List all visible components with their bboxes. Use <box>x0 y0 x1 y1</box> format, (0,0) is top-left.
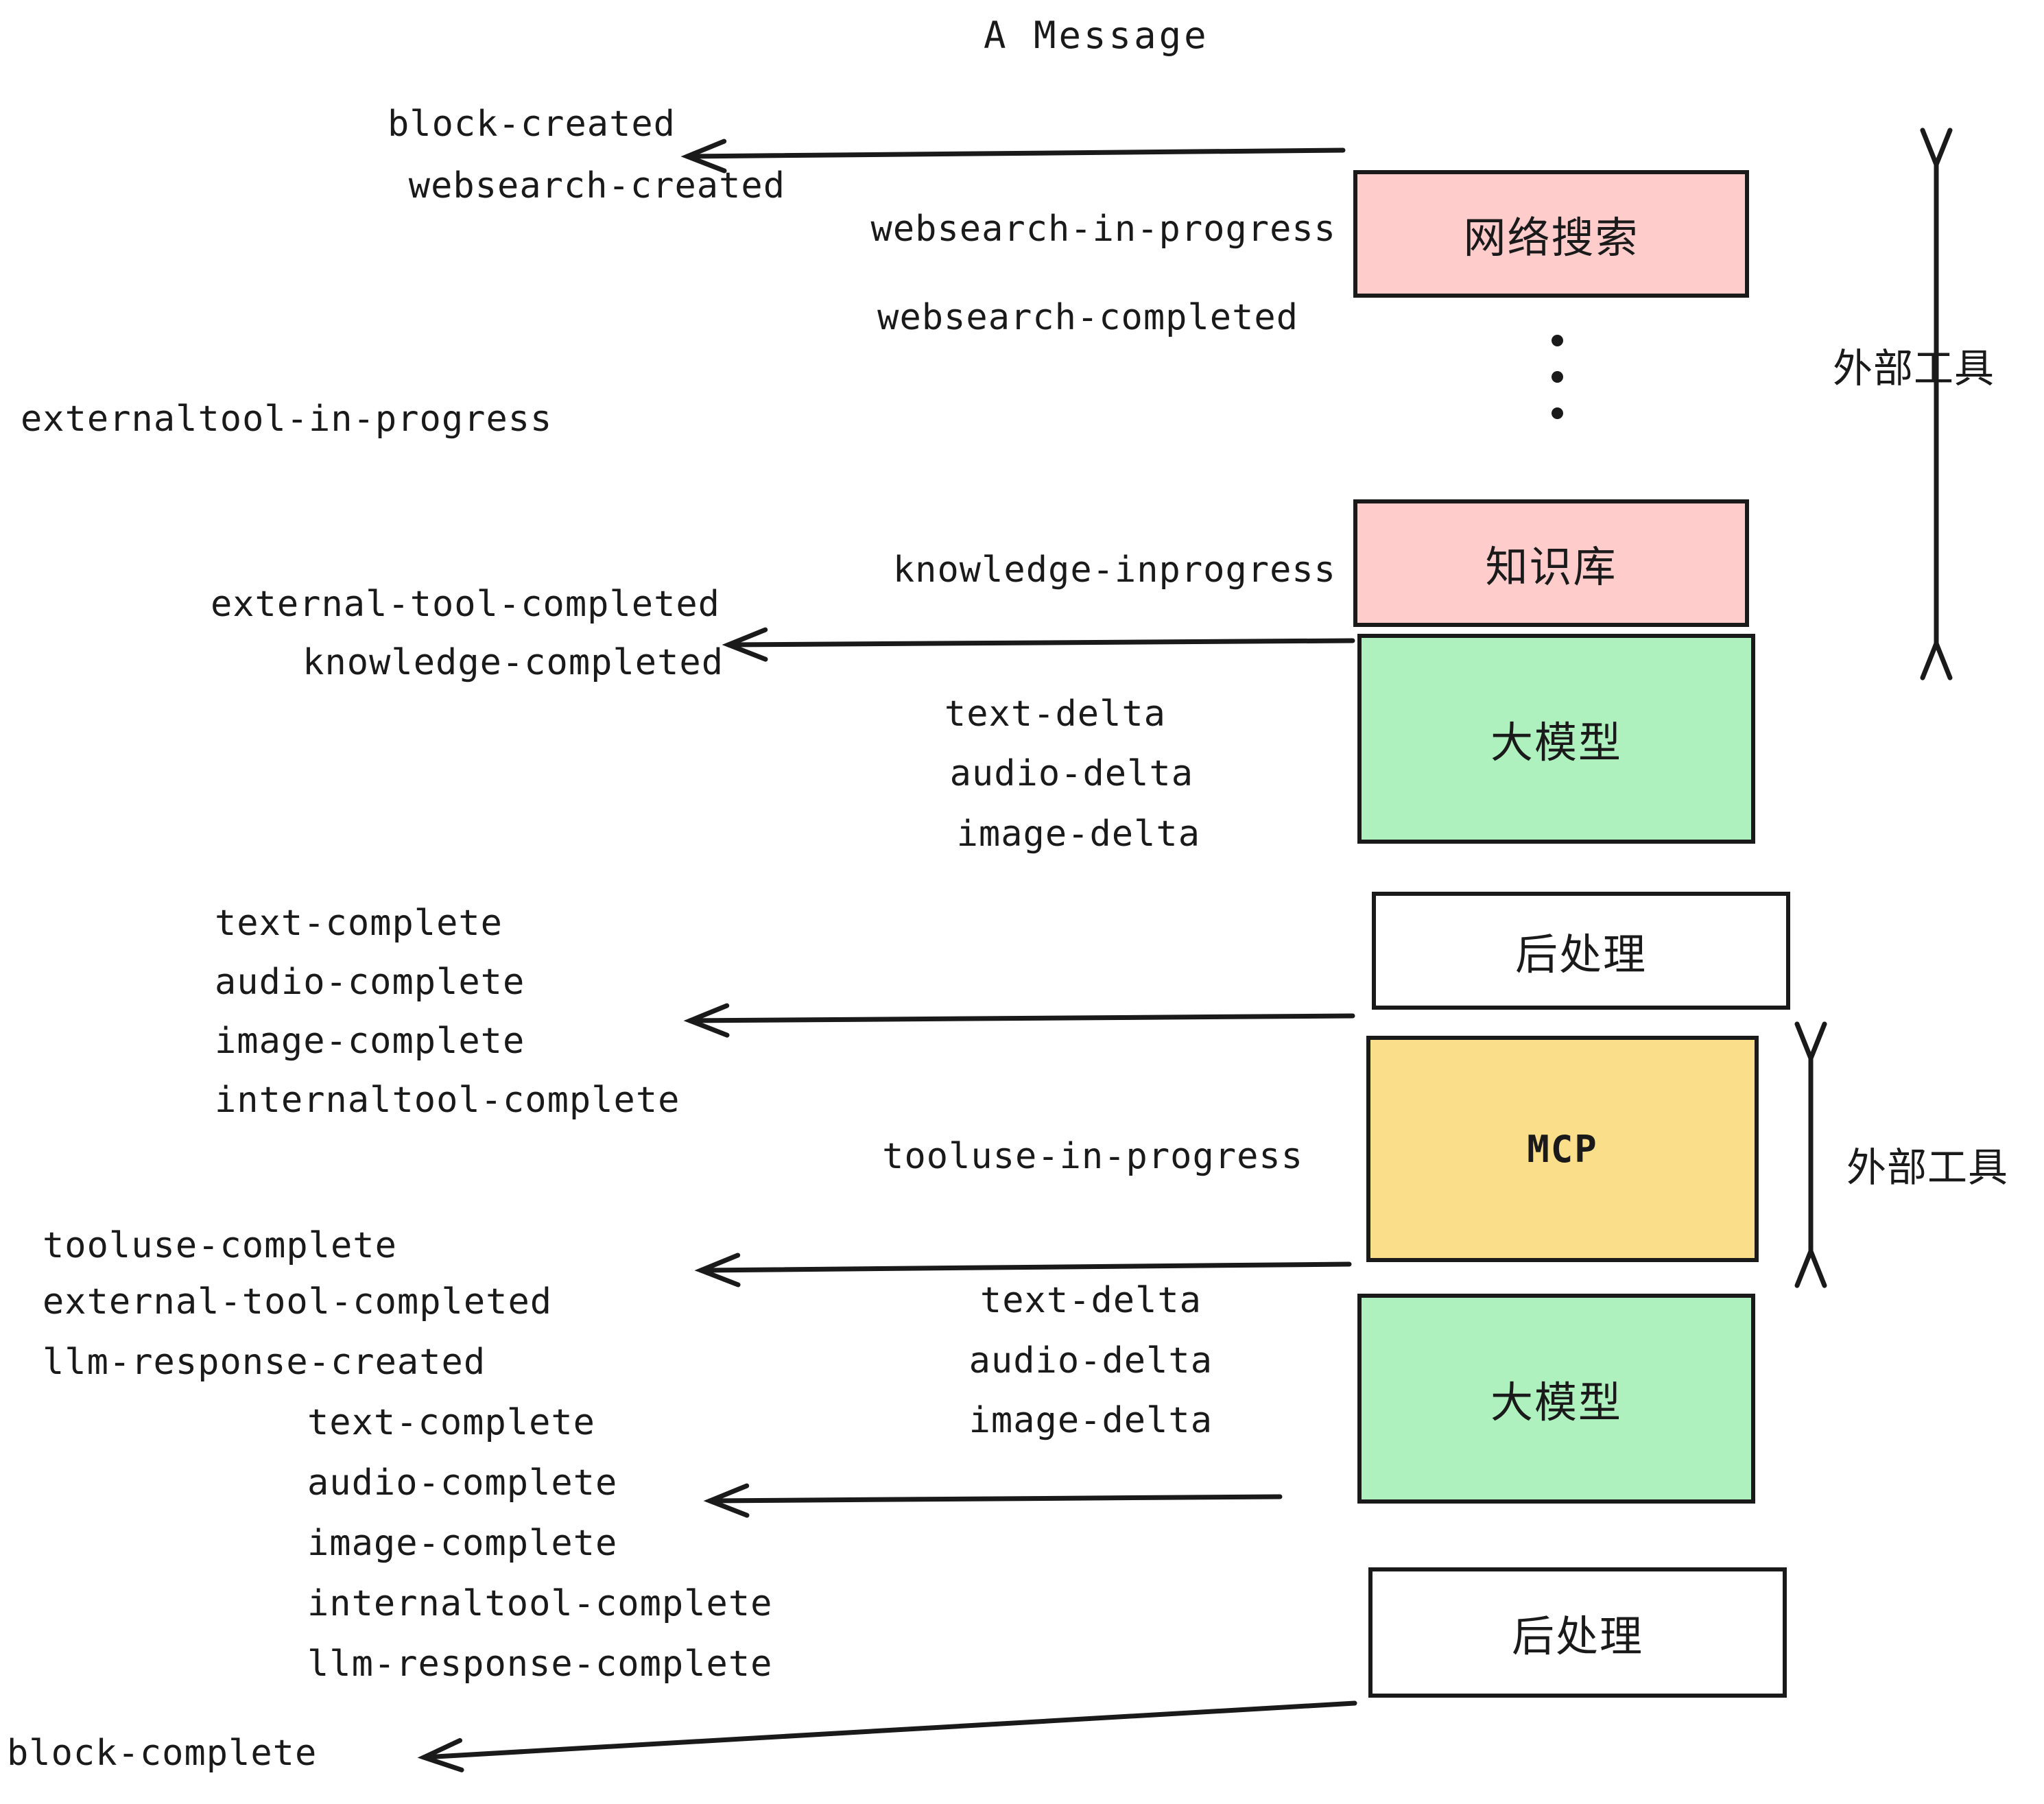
event-label-audio-delta-2: audio-delta <box>968 1340 1213 1381</box>
double-arrow-external-tool-bottom-head-down <box>1794 1244 1827 1288</box>
event-label-audio-delta-1: audio-delta <box>949 753 1193 794</box>
arrow-audio-complete-head <box>703 1483 750 1518</box>
arrow-image-complete-head <box>683 1003 730 1038</box>
box-label-postproc-2: 后处理 <box>1511 1611 1643 1661</box>
event-label-block-complete: block-complete <box>7 1733 318 1774</box>
ellipsis-dot <box>1552 371 1563 383</box>
event-label-internaltool-complete-1: internaltool-complete <box>215 1080 680 1121</box>
box-label-websearch: 网络搜索 <box>1463 213 1639 263</box>
arrow-block-complete-head <box>417 1737 464 1772</box>
box-label-postproc-1: 后处理 <box>1514 929 1647 980</box>
arrow-tooluse-complete-head <box>694 1253 741 1287</box>
box-llm-2: 大模型 <box>1357 1294 1755 1504</box>
event-label-tooluse-in-progress: tooluse-in-progress <box>882 1136 1303 1177</box>
event-label-image-delta-2: image-delta <box>968 1400 1213 1441</box>
ellipsis-dot <box>1552 335 1563 346</box>
event-label-image-complete-2: image-complete <box>307 1523 618 1564</box>
arrow-image-complete <box>687 1013 1355 1023</box>
event-label-text-delta-2: text-delta <box>979 1280 1202 1321</box>
box-llm-1: 大模型 <box>1357 634 1755 844</box>
box-postproc-2: 后处理 <box>1368 1567 1787 1698</box>
box-label-llm-1: 大模型 <box>1490 717 1622 768</box>
box-postproc-1: 后处理 <box>1372 892 1790 1010</box>
box-label-llm-2: 大模型 <box>1490 1377 1622 1427</box>
box-websearch: 网络搜索 <box>1353 170 1749 298</box>
arrow-tooluse-complete <box>698 1261 1352 1273</box>
side-annotation-external-tool-top: 外部工具 <box>1833 345 1995 392</box>
box-label-mcp: MCP <box>1527 1127 1598 1171</box>
double-arrow-external-tool-bottom-head-up <box>1794 1021 1827 1065</box>
event-label-tooluse-complete: tooluse-complete <box>43 1225 397 1266</box>
event-label-internaltool-complete-2: internaltool-complete <box>307 1583 773 1624</box>
event-label-text-complete-2: text-complete <box>307 1402 595 1443</box>
event-label-websearch-completed: websearch-completed <box>877 297 1298 338</box>
box-mcp: MCP <box>1366 1036 1759 1262</box>
event-label-text-complete-1: text-complete <box>215 903 503 944</box>
side-annotation-external-tool-bottom: 外部工具 <box>1846 1144 2009 1191</box>
arrow-block-complete <box>421 1700 1357 1760</box>
double-arrow-external-tool-top-head-down <box>1920 637 1953 680</box>
event-label-externaltool-in-progress: externaltool-in-progress <box>21 399 553 440</box>
event-label-external-tool-completed-1: external-tool-completed <box>210 584 720 625</box>
event-label-text-delta-1: text-delta <box>944 693 1166 735</box>
event-label-block-created: block-created <box>388 104 676 145</box>
event-label-image-complete-1: image-complete <box>215 1021 525 1062</box>
vertical-ellipsis-icon <box>1552 322 1563 431</box>
event-label-external-tool-completed-2: external-tool-completed <box>43 1281 553 1322</box>
event-label-audio-complete-2: audio-complete <box>307 1462 618 1504</box>
box-knowledge: 知识库 <box>1353 499 1749 627</box>
event-label-knowledge-completed: knowledge-completed <box>302 642 724 683</box>
ellipsis-dot <box>1552 407 1563 419</box>
box-label-knowledge: 知识库 <box>1485 542 1617 592</box>
arrow-block-created <box>685 147 1346 159</box>
arrow-audio-complete <box>707 1494 1283 1504</box>
arrow-knowledge-completed <box>726 638 1355 648</box>
event-label-websearch-in-progress: websearch-in-progress <box>870 209 1336 250</box>
arrow-knowledge-completed-head <box>722 627 768 662</box>
page-title: A Message <box>984 14 1209 57</box>
event-label-llm-response-created: llm-response-created <box>43 1342 486 1383</box>
event-label-knowledge-inprogress: knowledge-inprogress <box>892 549 1336 591</box>
event-label-image-delta-1: image-delta <box>956 814 1200 855</box>
event-label-llm-response-complete: llm-response-complete <box>307 1643 773 1685</box>
event-label-websearch-created: websearch-created <box>408 165 785 206</box>
event-label-audio-complete-1: audio-complete <box>215 962 525 1003</box>
double-arrow-external-tool-top-head-up <box>1920 128 1953 171</box>
